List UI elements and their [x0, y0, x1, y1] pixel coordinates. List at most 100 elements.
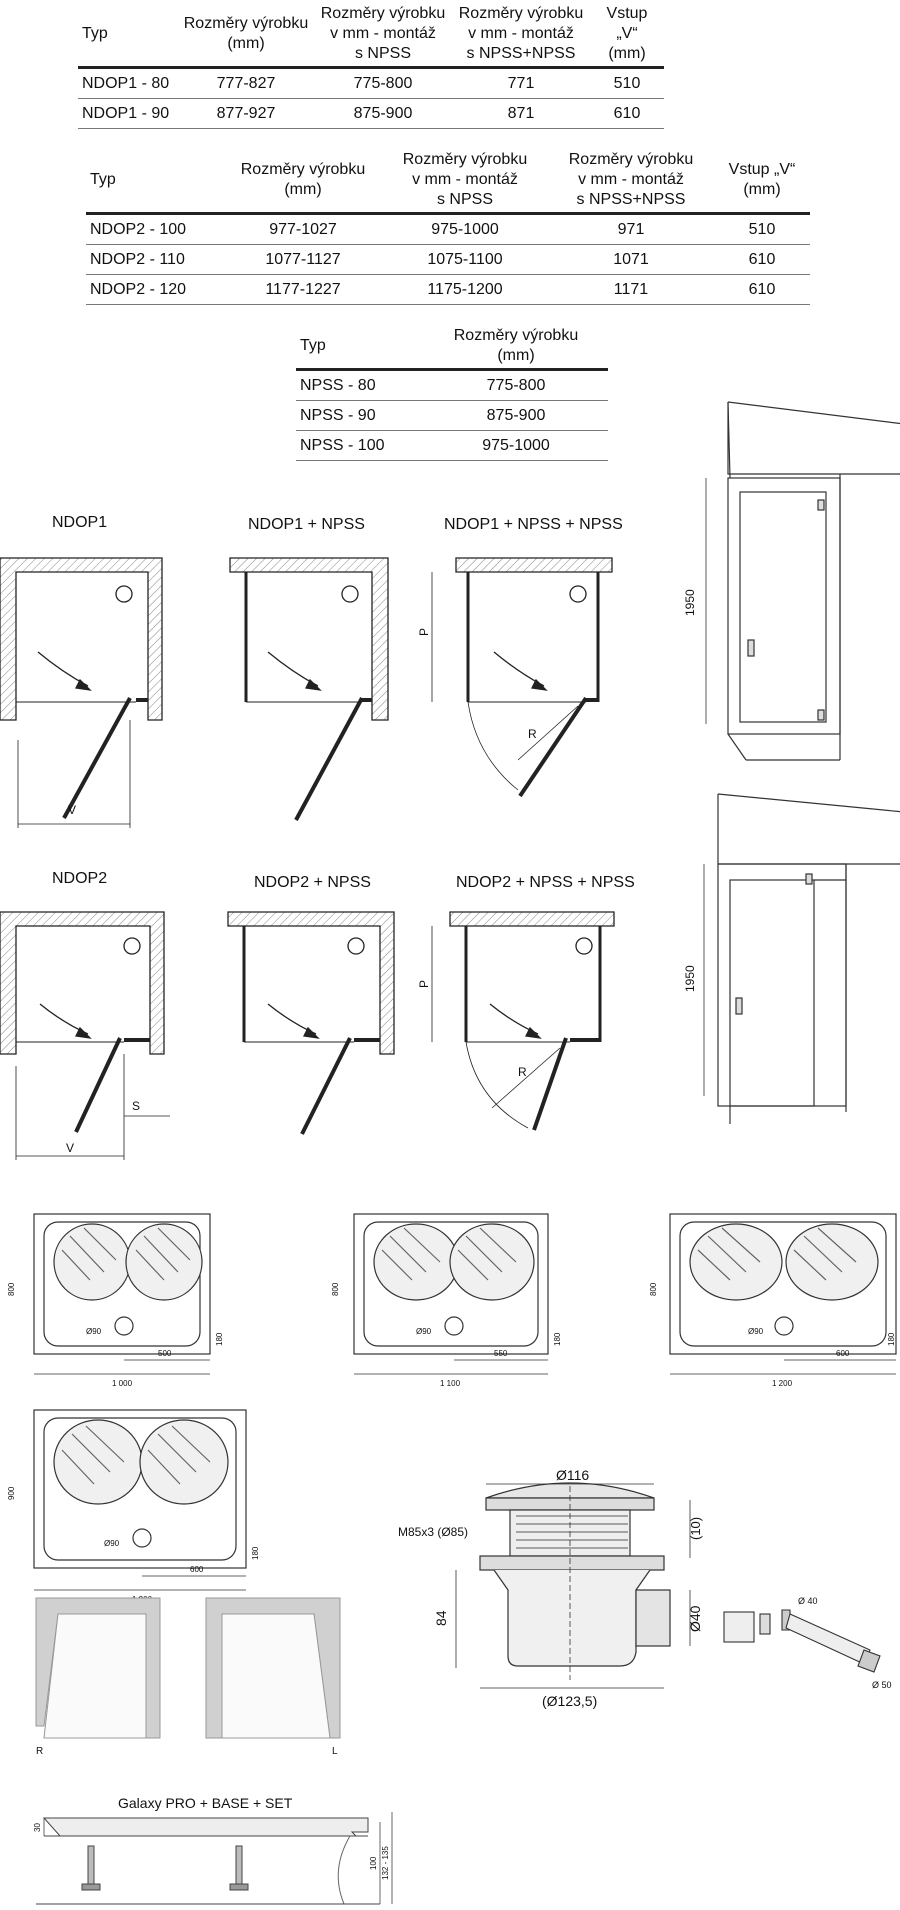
tray3-width: 1 200 [772, 1379, 793, 1388]
col-typ: Typ [90, 171, 116, 188]
ndop1-height-label: 1950 [683, 589, 697, 616]
col-dims-npss-npss: Rozměry výrobku v mm - montáž s NPSS+NPS… [568, 151, 694, 208]
tray3-height: 800 [649, 1282, 658, 1296]
panel-r-label: R [36, 1746, 43, 1757]
tray4-drain: 180 [251, 1546, 260, 1560]
ndop1-table: Typ Rozměry výrobku (mm) Rozměry výrobku… [78, 2, 664, 129]
cell: NDOP1 - 90 [78, 98, 178, 129]
base-h1: 30 [33, 1823, 42, 1832]
tray4-diam: Ø90 [104, 1539, 120, 1548]
tray-1000x800 [33, 1213, 211, 1375]
ndop1-plan [0, 557, 163, 828]
ndop1-npss-npss-title: NDOP1 + NPSS + NPSS [444, 516, 623, 533]
tray2-diam: Ø90 [416, 1327, 432, 1336]
col-dims: Rozměry výrobku (mm) [183, 15, 309, 52]
cell: 1175-1200 [382, 274, 548, 305]
tray2-width: 1 100 [440, 1379, 461, 1388]
ndop2-p-label: P [417, 980, 431, 988]
tray1-width: 1 000 [112, 1379, 133, 1388]
col-dims-npss: Rozměry výrobku v mm - montáž s NPSS [402, 151, 528, 208]
ndop2-npss-title: NDOP2 + NPSS [254, 874, 371, 891]
cell: NDOP2 - 120 [86, 274, 224, 305]
col-vstup: Vstup „V“ (mm) [728, 161, 796, 198]
cell: NDOP2 - 110 [86, 244, 224, 275]
col-dims-npss: Rozměry výrobku v mm - montáž s NPSS [320, 5, 446, 62]
ndop2-v-label: V [66, 1141, 74, 1155]
cell: NPSS - 90 [296, 400, 424, 431]
tray1-diam: Ø90 [86, 1327, 102, 1336]
table-header-row: Typ Rozměry výrobku (mm) Rozměry výrobku… [86, 148, 810, 214]
table-row: NDOP2 - 100 977-1027 975-1000 971 510 [86, 213, 810, 245]
ndop1-3d-view [705, 401, 900, 761]
table-row: NPSS - 80 775-800 [296, 369, 608, 401]
tray3-diam: Ø90 [748, 1327, 764, 1336]
ndop1-npss-title: NDOP1 + NPSS [248, 516, 365, 533]
installation-diagrams: V P R [0, 401, 900, 1160]
cell: 971 [548, 213, 714, 245]
table-row: NDOP2 - 120 1177-1227 1175-1200 1171 610 [86, 274, 810, 305]
tray1-height: 800 [7, 1282, 16, 1296]
table-row: NDOP1 - 90 877-927 875-900 871 610 [78, 98, 664, 129]
ndop2-s-label: S [132, 1099, 140, 1113]
col-dims-npss-npss: Rozměry výrobku v mm - montáž s NPSS+NPS… [458, 5, 584, 62]
ndop2-npss-npss-title: NDOP2 + NPSS + NPSS [456, 874, 635, 891]
base-title: Galaxy PRO + BASE + SET [118, 1795, 293, 1811]
cell: 975-1000 [424, 430, 608, 461]
cell: NPSS - 80 [296, 369, 424, 401]
cell: NDOP1 - 80 [78, 67, 178, 99]
base-h2: 100 [369, 1856, 378, 1870]
cell: 977-1027 [224, 213, 382, 245]
ndop1-npss-npss-plan [431, 557, 613, 798]
ndop1-r-label: R [528, 727, 537, 741]
cell: 610 [714, 244, 810, 275]
tray-1200x900 [33, 1409, 247, 1591]
npss-table: Typ Rozměry výrobku (mm) NPSS - 80 775-8… [296, 324, 608, 461]
col-typ: Typ [82, 25, 108, 42]
drain-pipe-adapter [723, 1609, 881, 1673]
ndop2-npss-npss-plan [431, 911, 615, 1131]
table-row: NPSS - 100 975-1000 [296, 430, 608, 461]
drain-gap: (10) [688, 1517, 703, 1540]
ndop2-height-label: 1950 [683, 965, 697, 992]
drain-thread: M85x3 (Ø85) [398, 1525, 468, 1539]
cell: 510 [590, 67, 664, 99]
cell: 610 [590, 98, 664, 129]
cell: 1171 [548, 274, 714, 305]
base-set-drawing [36, 1812, 393, 1905]
panel-left-side [205, 1597, 341, 1739]
cell: 871 [452, 98, 590, 129]
tray4-height: 900 [7, 1486, 16, 1500]
ndop2-r-label: R [518, 1065, 527, 1079]
cell: 775-800 [424, 369, 608, 401]
drain-section [455, 1482, 691, 1689]
col-dims: Rozměry výrobku (mm) [453, 327, 579, 364]
ndop1-p-label: P [417, 628, 431, 636]
ndop2-npss-plan [227, 911, 395, 1135]
cell: 775-800 [314, 67, 452, 99]
tray-1200x800 [669, 1213, 897, 1375]
panel-l-label: L [332, 1746, 338, 1757]
base-h3: 132 - 135 [381, 1846, 390, 1880]
pipe-d2: Ø 50 [872, 1680, 892, 1690]
cell: 1071 [548, 244, 714, 275]
tray1-drain: 180 [215, 1332, 224, 1346]
drain-outlet: Ø40 [687, 1605, 703, 1632]
cell: 610 [714, 274, 810, 305]
drain-top-diam: Ø116 [556, 1467, 589, 1483]
drain-base-diam: (Ø123,5) [542, 1693, 597, 1709]
table-row: NDOP2 - 110 1077-1127 1075-1100 1071 610 [86, 244, 810, 275]
cell: 975-1000 [382, 213, 548, 245]
cell: 771 [452, 67, 590, 99]
ndop2-3d-view [703, 793, 900, 1124]
cell: 510 [714, 213, 810, 245]
ndop1-v-label: V [68, 803, 76, 817]
tray4-half: 600 [190, 1565, 204, 1574]
ndop2-plan [0, 911, 170, 1160]
cell: 777-827 [178, 67, 314, 99]
cell: 877-927 [178, 98, 314, 129]
ndop1-title: NDOP1 [52, 514, 108, 531]
table-row: NDOP1 - 80 777-827 775-800 771 510 [78, 67, 664, 99]
ndop1-npss-plan [229, 557, 389, 821]
drain-and-base-drawings: Ø116 M85x3 (Ø85) (10) 84 Ø40 (Ø123,5) Ø … [33, 1467, 892, 1905]
pipe-d1: Ø 40 [798, 1596, 818, 1606]
